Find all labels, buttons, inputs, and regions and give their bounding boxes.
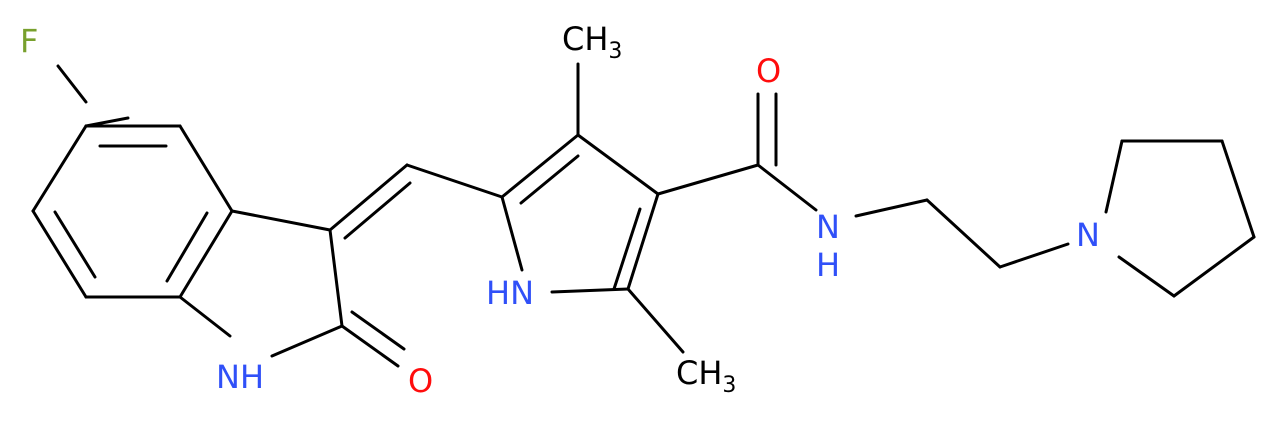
oxindole-oxygen-label: O — [408, 362, 433, 400]
bond-c3-c2 — [328, 228, 344, 328]
bond-c3-ch-2 — [343, 181, 412, 240]
bond-pyr-amide — [656, 163, 760, 196]
bond-pyrr-1 — [1104, 139, 1124, 214]
bond-pyr-1 — [500, 133, 580, 199]
oxindole-nh-label: NH — [216, 358, 264, 396]
bond-c2-o-2 — [350, 310, 406, 351]
bond-amide-n — [756, 163, 818, 212]
atom-labels: F NH O HN CH3 CH3 O N H N — [20, 20, 1100, 400]
bond-c3-ch — [328, 163, 409, 232]
bonds — [31, 62, 1256, 368]
bond-ring-5-inner — [165, 211, 209, 283]
bond-ch2-n — [998, 242, 1070, 269]
bond-pyr-1-inner — [519, 154, 580, 205]
bond-pyrr-5 — [1117, 255, 1176, 298]
bond-ring-5 — [178, 209, 234, 299]
bond-c3a-c3 — [230, 209, 332, 232]
bond-ch2-ch2 — [925, 198, 1002, 269]
amide-h-label: H — [816, 246, 840, 284]
bond-pyr-3 — [626, 192, 660, 291]
bond-n-ch2 — [854, 198, 929, 218]
bond-c7a-n1 — [178, 295, 232, 338]
methyl-top-label: CH3 — [562, 20, 622, 64]
amide-oxygen-label: O — [756, 52, 781, 90]
bond-c2-n1 — [270, 324, 344, 358]
methyl-bottom-subscript: 3 — [722, 373, 736, 398]
amide-n-label: N — [816, 208, 840, 246]
methyl-bottom-label: CH3 — [676, 354, 736, 398]
bond-ring-3-inner — [53, 210, 97, 279]
pyrrolidine-n-label: N — [1076, 216, 1100, 254]
bond-ring-6 — [178, 124, 234, 213]
bond-f-c — [56, 64, 88, 104]
bond-pyr-3-inner — [612, 207, 642, 291]
fluorine-label: F — [20, 22, 38, 60]
bond-c2-o — [340, 324, 400, 368]
bond-pyr-4 — [550, 287, 630, 294]
bond-pyr-2 — [576, 133, 660, 196]
bond-ch-pyrrole — [405, 163, 504, 199]
bond-pyrr-4 — [1172, 235, 1256, 298]
bond-ring-2 — [31, 124, 88, 213]
pyrrole-hn-label: HN — [486, 274, 534, 312]
bond-pyr-5 — [500, 195, 524, 272]
bond-ring-3 — [31, 209, 88, 299]
methyl-top-ch: CH — [562, 20, 608, 58]
methyl-bottom-ch: CH — [676, 354, 722, 392]
bond-pyrr-3 — [1220, 139, 1256, 239]
bond-methyl-bottom — [626, 287, 685, 354]
methyl-top-subscript: 3 — [608, 39, 622, 64]
